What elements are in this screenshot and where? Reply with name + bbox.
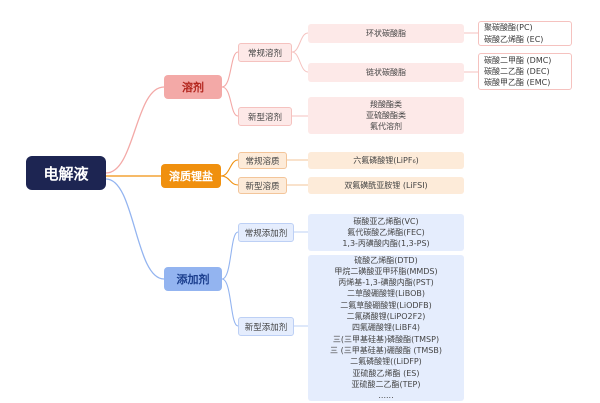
root-label: 电解液 — [43, 164, 89, 183]
connector-root-additive — [105, 178, 165, 280]
list-item: 羧酸酯类 — [370, 99, 402, 109]
connector-salt-novel — [220, 175, 239, 186]
novel-solvent-node[interactable]: 新型溶剂 — [238, 107, 292, 126]
list-item: 硫酸乙烯酯(DTD) — [354, 255, 418, 265]
connector-conv-solvent-cyclic — [291, 32, 309, 53]
connector-additive-novel — [221, 278, 239, 327]
novel-solute-label: 新型溶质 — [245, 181, 280, 192]
connector-solvent-novel — [221, 86, 239, 117]
list-item: 二氟磷酸锂(LiPO2F2) — [346, 312, 426, 322]
list-item: 丙烯基-1,3-磺酸内酯(PST) — [338, 278, 434, 288]
list-item: 二氟草酸硼酸锂(LiODFB) — [340, 300, 432, 310]
list-item: 亚硫酸酯类 — [366, 110, 406, 120]
solvent-node[interactable]: 溶剂 — [164, 75, 222, 99]
novel-solvent-list[interactable]: 羧酸酯类 亚硫酸酯类 氟代溶剂 — [308, 97, 464, 134]
linear-carbonate-node[interactable]: 链状碳酸脂 — [308, 63, 464, 82]
additive-node[interactable]: 添加剂 — [164, 267, 222, 291]
linear-carbonate-label: 链状碳酸脂 — [366, 67, 406, 77]
connector-salt-conventional — [220, 159, 239, 177]
novel-additive-node[interactable]: 新型添加剂 — [238, 317, 294, 336]
novel-solvent-label: 新型溶剂 — [247, 112, 282, 123]
novel-additive-list[interactable]: 硫酸乙烯酯(DTD) 甲烷二磺酸亚甲环脂(MMDS) 丙烯基-1,3-磺酸内酯(… — [308, 255, 464, 401]
list-item: 碳酸亚乙烯酯(VC) — [353, 216, 419, 226]
lithium-salt-label: 溶质锂盐 — [169, 170, 213, 183]
list-item: 氟代碳酸乙烯酯(FEC) — [347, 227, 425, 237]
conventional-solvent-label: 常规溶剂 — [247, 48, 282, 59]
list-item: 亚硫酸乙烯酯 (ES) — [352, 368, 420, 378]
list-item: 二氟磷酸锂((LiDFP) — [350, 357, 422, 367]
list-item: 四氟硼酸锂(LiBF4) — [351, 323, 421, 333]
conventional-solute-label: 常规溶质 — [245, 156, 280, 167]
conventional-additive-node[interactable]: 常规添加剂 — [238, 223, 294, 242]
lipf6-node[interactable]: 六氟磷酸锂(LiPF₆) — [308, 152, 464, 169]
conventional-solvent-node[interactable]: 常规溶剂 — [238, 43, 292, 62]
list-item: 碳酸乙烯酯 (EC) — [484, 34, 544, 44]
conventional-additive-list[interactable]: 碳酸亚乙烯酯(VC) 氟代碳酸乙烯酯(FEC) 1,3-丙磺酸内酯(1,3-PS… — [308, 214, 464, 251]
list-item: 碳酸二乙酯 (DEC) — [484, 66, 550, 76]
connector-conv-solvent-linear — [291, 51, 309, 73]
list-item: 碳酸甲乙酯 (EMC) — [484, 78, 551, 88]
list-item: 亚硫酸二乙酯(TEP) — [351, 379, 421, 389]
list-item: 聚碳酸酯(PC) — [484, 23, 533, 33]
list-item: 碳酸二甲酯 (DMC) — [484, 55, 552, 65]
novel-additive-label: 新型添加剂 — [244, 322, 288, 333]
cyclic-carbonate-label: 环状碳酸脂 — [366, 28, 406, 38]
solvent-label: 溶剂 — [182, 81, 204, 94]
cyclic-carbonate-list[interactable]: 聚碳酸酯(PC) 碳酸乙烯酯 (EC) — [478, 21, 572, 46]
list-item: 二草酸硼酸锂(LiBOB) — [346, 289, 426, 299]
lifsi-label: 双氟磺酰亚胺锂 (LiFSI) — [344, 180, 428, 190]
connector-solvent-conventional — [221, 51, 239, 88]
connector-additive-conventional — [221, 231, 239, 280]
list-item: 甲烷二磺酸亚甲环脂(MMDS) — [334, 266, 438, 276]
additive-label: 添加剂 — [176, 273, 210, 286]
conventional-solute-node[interactable]: 常规溶质 — [238, 152, 287, 169]
list-item: 1,3-丙磺酸内酯(1,3-PS) — [342, 239, 430, 249]
root-node[interactable]: 电解液 — [26, 156, 106, 190]
linear-carbonate-list[interactable]: 碳酸二甲酯 (DMC) 碳酸二乙酯 (DEC) 碳酸甲乙酯 (EMC) — [478, 53, 572, 90]
cyclic-carbonate-node[interactable]: 环状碳酸脂 — [308, 24, 464, 43]
list-item: 氟代溶剂 — [370, 122, 402, 132]
novel-solute-node[interactable]: 新型溶质 — [238, 177, 287, 194]
lipf6-label: 六氟磷酸锂(LiPF₆) — [353, 155, 419, 165]
list-item: 三(三甲基硅基)磷酸酯(TMSP) — [332, 334, 440, 344]
conventional-additive-label: 常规添加剂 — [244, 228, 288, 239]
connector-root-solvent — [105, 86, 165, 174]
list-item: 三 (三甲基硅基)硼酸酯 (TMSB) — [330, 345, 442, 355]
lifsi-node[interactable]: 双氟磺酰亚胺锂 (LiFSI) — [308, 177, 464, 194]
lithium-salt-node[interactable]: 溶质锂盐 — [161, 164, 221, 188]
list-item: ...... — [378, 391, 394, 401]
